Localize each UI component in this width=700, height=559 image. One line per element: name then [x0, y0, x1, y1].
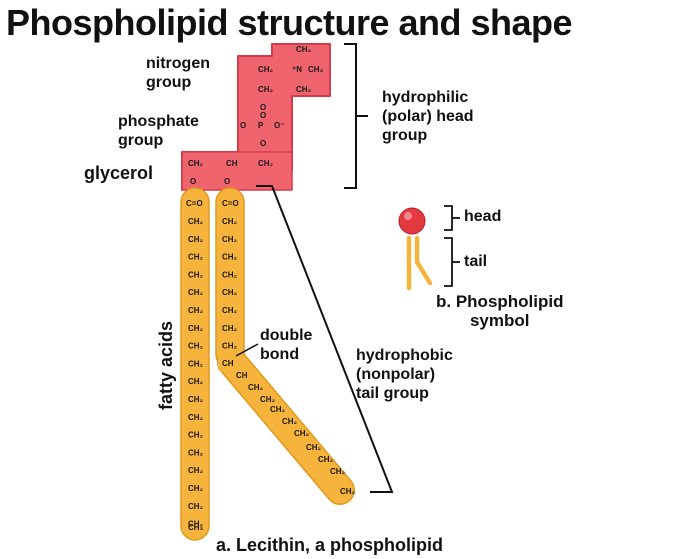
- oxygen-text: O: [240, 121, 246, 130]
- fatty-acids-label: fatty acids: [156, 320, 177, 411]
- ch2-text: CH₂: [188, 520, 204, 529]
- symbol-head-icon: [398, 207, 426, 235]
- ch-text: CH: [226, 159, 238, 168]
- page-title: Phospholipid structure and shape: [6, 2, 573, 43]
- head-label: head: [464, 208, 502, 225]
- oxygen-text: O: [260, 111, 266, 120]
- ch2-text: CH₂: [258, 85, 274, 94]
- ch3-text: CH₃: [296, 85, 312, 94]
- ch2-text: CH₂: [282, 417, 298, 426]
- ch2-text: CH₂: [188, 306, 204, 315]
- ch2-text: CH₂: [188, 217, 204, 226]
- head-bracket: [444, 205, 453, 231]
- ch2-text: CH₂: [188, 413, 204, 422]
- ch2-text: CH₂: [188, 466, 204, 475]
- ch2-text: CH₂: [188, 342, 204, 351]
- ch2-text: CH₂: [306, 443, 322, 452]
- oxygen-text: O: [260, 103, 266, 112]
- hydrophilic-bracket: [344, 43, 357, 189]
- ch2-text: CH₂: [222, 306, 238, 315]
- ch2-text: CH₂: [188, 253, 204, 262]
- nitrogen-atom-text: ⁺N: [292, 65, 302, 74]
- tail-bracket: [444, 237, 453, 287]
- ch-text: CH: [222, 359, 234, 368]
- ch2-text: CH₂: [222, 288, 238, 297]
- ch2-text: CH₂: [188, 502, 204, 511]
- ch2-text: CH₂: [188, 359, 204, 368]
- ch2-text: CH₂: [188, 431, 204, 440]
- double-bond-pointer: [235, 343, 259, 357]
- ch2-text: CH₂: [258, 65, 274, 74]
- ch3-text: CH₃: [188, 523, 204, 532]
- carbonyl-text: C=O: [186, 199, 203, 208]
- ch3-text: CH₃: [308, 65, 324, 74]
- caption-a: a. Lecithin, a phospholipid: [216, 535, 444, 555]
- fatty-acid-tail-1: [180, 187, 210, 541]
- glycerol-label: glycerol: [84, 163, 154, 183]
- ch-text: CH: [236, 371, 248, 380]
- glycerol-shape: [181, 151, 293, 191]
- ch2-text: CH₂: [258, 159, 274, 168]
- ch2-text: CH₂: [188, 377, 204, 386]
- ch2-text: CH₂: [222, 235, 238, 244]
- ch2-text: CH₂: [260, 395, 276, 404]
- ch2-text: CH₂: [188, 270, 204, 279]
- ch3-text: CH₃: [296, 45, 312, 54]
- oxygen-text: O: [190, 177, 196, 186]
- ch2-text: CH₂: [188, 324, 204, 333]
- carbonyl-text: C=O: [222, 199, 239, 208]
- ch3-text: CH₃: [340, 487, 356, 496]
- ch2-text: CH₂: [270, 405, 286, 414]
- symbol-tail-2: [414, 235, 433, 286]
- ch2-text: CH₂: [222, 253, 238, 262]
- ch2-text: CH₂: [294, 429, 310, 438]
- hydrophobic-bracket: [256, 185, 394, 493]
- ch2-text: CH₂: [188, 448, 204, 457]
- oxygen-ion-text: O⁻: [274, 121, 284, 130]
- ch2-text: CH₂: [188, 288, 204, 297]
- ch2-text: CH₂: [222, 270, 238, 279]
- ch2-text: CH₂: [318, 455, 334, 464]
- ch2-text: CH₂: [222, 217, 238, 226]
- ch2-text: CH₂: [222, 342, 238, 351]
- ch2-text: CH₂: [188, 235, 204, 244]
- oxygen-text: O: [260, 139, 266, 148]
- oxygen-text: O: [224, 177, 230, 186]
- ch2-text: CH₂: [248, 383, 264, 392]
- hydrophobic-label: hydrophobic(nonpolar)tail group: [356, 347, 453, 402]
- ch2-text: CH₂: [222, 324, 238, 333]
- ch2-text: CH₂: [188, 159, 204, 168]
- ch2-text: CH₂: [188, 484, 204, 493]
- tail-label: tail: [464, 253, 488, 270]
- ch2-text: CH₂: [330, 467, 346, 476]
- ch2-text: CH₂: [188, 395, 204, 404]
- phosphorus-text: P: [258, 121, 264, 130]
